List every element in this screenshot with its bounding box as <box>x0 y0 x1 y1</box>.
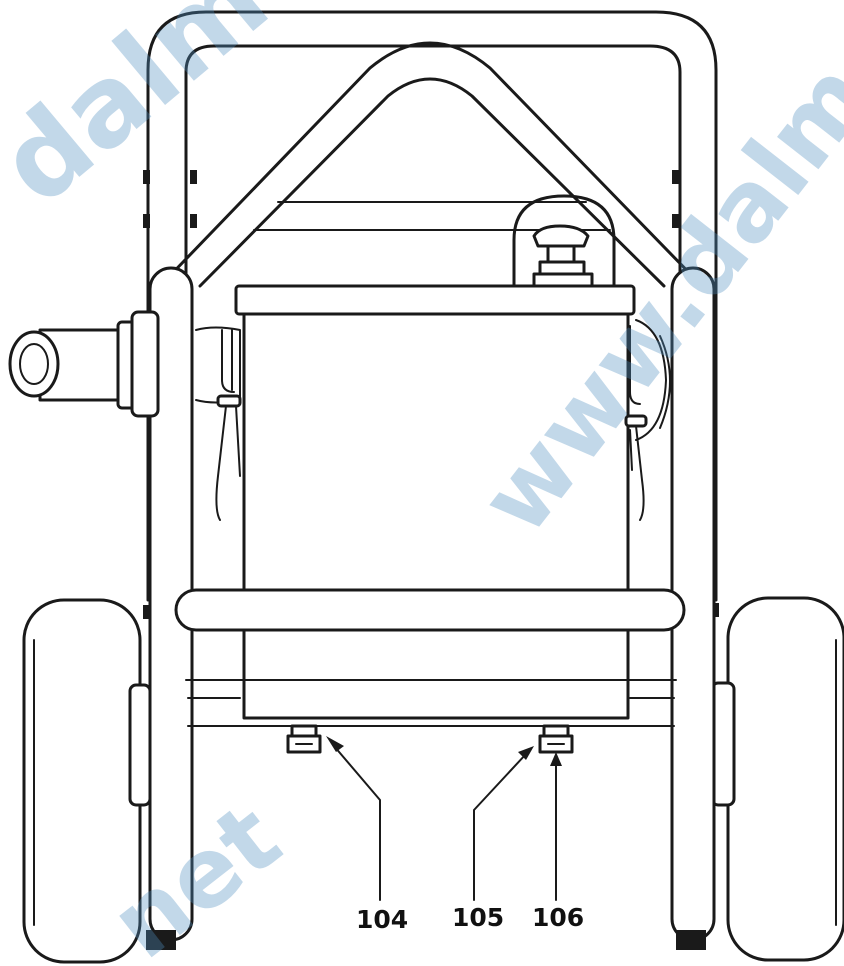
right-latch <box>624 325 648 521</box>
bolt-104 <box>286 724 322 754</box>
bottom-rail <box>187 697 675 727</box>
arrow-head-105 <box>518 746 534 760</box>
left-latch <box>215 329 242 521</box>
left-wheel <box>22 598 152 964</box>
tank-body <box>234 284 636 720</box>
callout-104: 104 <box>356 905 408 934</box>
outer-handle-frame <box>143 10 719 619</box>
arrow-head-106 <box>550 752 562 766</box>
cross-bar <box>174 588 686 681</box>
watermark-left: dalme <box>0 0 349 229</box>
arrow-head-104 <box>326 736 344 752</box>
tank-cap-valve <box>512 194 616 290</box>
callout-106: 106 <box>532 903 584 932</box>
bolt-106 <box>538 724 574 754</box>
pump-housing-right <box>635 319 671 441</box>
leader-arrows <box>326 736 562 901</box>
outlet-hose <box>8 310 241 418</box>
watermark-diagonal: www.dalme <box>458 0 844 554</box>
callout-105: 105 <box>452 903 504 932</box>
inner-a-frame <box>158 41 704 288</box>
right-wheel <box>710 596 844 962</box>
